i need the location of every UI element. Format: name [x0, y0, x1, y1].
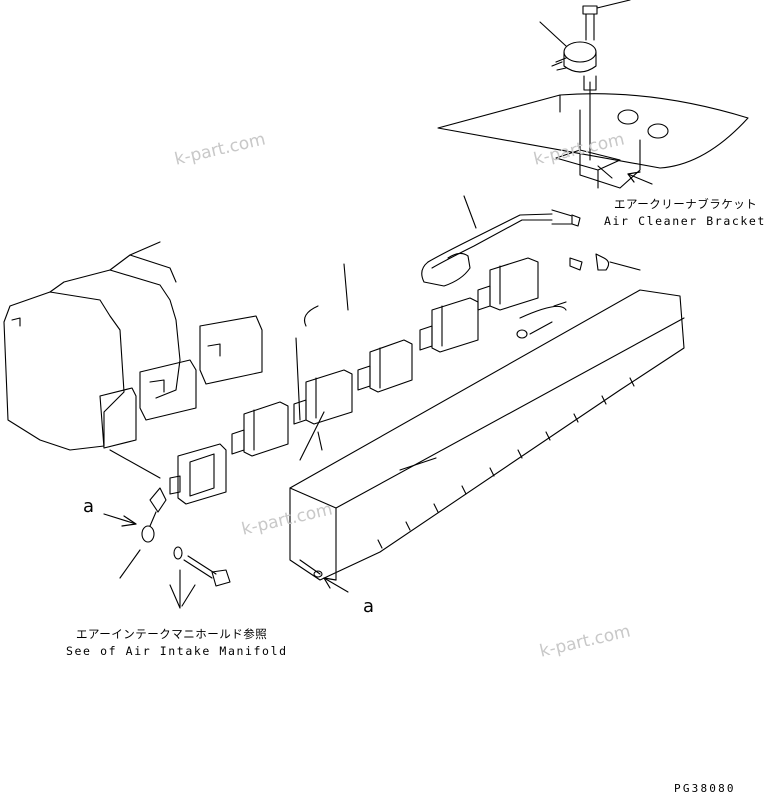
fasteners: [119, 487, 231, 609]
air-cleaner-bracket-label-en: Air Cleaner Bracket: [604, 214, 764, 228]
air-cleaner-bracket-label-jp: エアークリーナブラケット: [614, 197, 758, 211]
intake-manifold-label-jp: エアーインテークマニホールド参照: [76, 627, 268, 641]
engine-block: [3, 241, 263, 479]
intake-manifold-label-en: See of Air Intake Manifold: [66, 644, 288, 658]
injector-covers: [169, 257, 539, 505]
sensor-pipe: [295, 195, 641, 421]
reference-a-left: a: [83, 496, 95, 517]
intake-manifold: [289, 289, 685, 581]
leader-arrows: [103, 165, 653, 593]
reference-a-right: a: [363, 596, 375, 617]
top-sensor: [539, 0, 631, 91]
drawing-code: PG38080: [674, 782, 736, 795]
air-cleaner-bracket: [437, 81, 749, 189]
